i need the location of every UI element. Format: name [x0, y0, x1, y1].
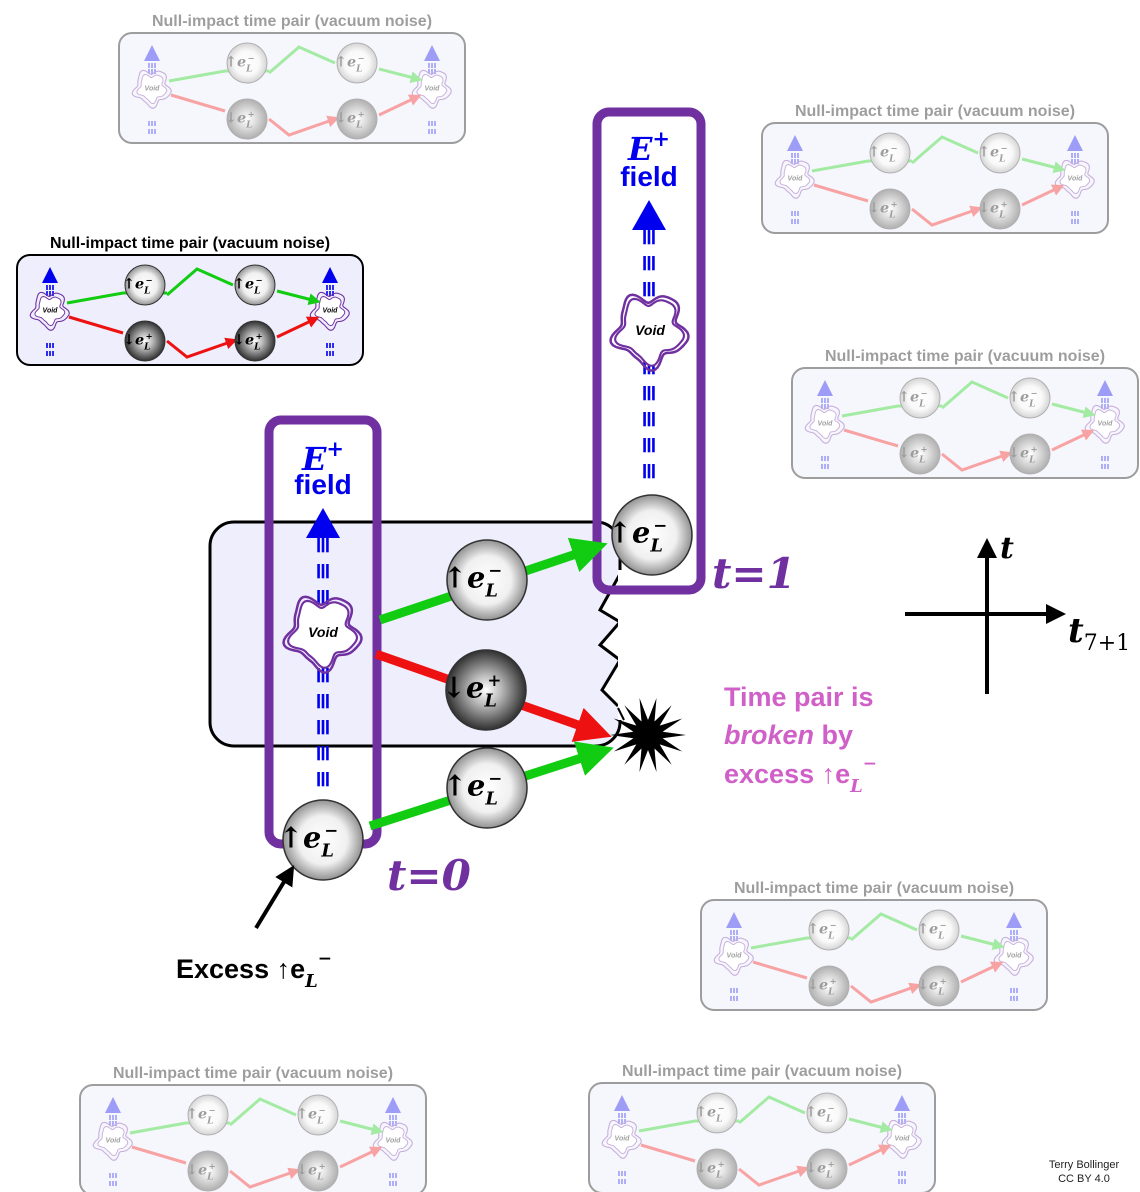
panel-title: Null-impact time pair (vacuum noise) [825, 348, 1105, 365]
electron-up-pair: ↑eL− [443, 539, 528, 621]
electron-label: ↑eL− [123, 275, 153, 296]
void-label: Void [1007, 952, 1023, 959]
void-label: Void [895, 1135, 911, 1142]
excess-label: Excess ↑eL− [176, 949, 332, 992]
field-arrowhead-icon [306, 508, 340, 538]
electron-label: ↑eL− [807, 920, 837, 941]
main-arrows: ↑eL− ↓eL+ ↑eL− [368, 537, 614, 831]
void-label: Void [1068, 175, 1084, 182]
positron-label: ↓eL+ [898, 444, 928, 465]
credit-license: CC BY 4.0 [1058, 1173, 1110, 1185]
panel-title: Null-impact time pair (vacuum noise) [734, 880, 1014, 897]
positron-label: ↓eL+ [1008, 444, 1038, 465]
positron-label: ↓eL+ [695, 1159, 725, 1180]
break-zigzag [597, 573, 623, 708]
electron-t1: ↑eL− [608, 494, 693, 576]
note-line-1: Time pair is [724, 682, 874, 712]
null-impact-panel: Null-impact time pair (vacuum noise) Void… [588, 1063, 936, 1192]
void-label: Void [635, 322, 665, 338]
credit-author: Terry Bollinger [1049, 1159, 1120, 1171]
null-impact-panel: Null-impact time pair (vacuum noise) Void… [791, 348, 1139, 479]
positron-label: ↓eL+ [805, 1159, 835, 1180]
positron-label: ↓eL+ [868, 199, 898, 220]
void-label: Void [425, 85, 441, 92]
electron-label: ↑eL− [898, 388, 928, 409]
t1-frame [592, 107, 706, 595]
electron-label: ↑eL− [978, 143, 1008, 164]
null-impact-panel: Null-impact time pair (vacuum noise) Void… [118, 13, 466, 144]
electron-label: ↑eL− [805, 1103, 835, 1124]
void-label: Void [308, 624, 338, 640]
note-line-3: excess ↑eL− [724, 754, 877, 797]
broken-pair-note: Time pair is broken by excess ↑eL− [724, 682, 877, 797]
void-label: Void [43, 307, 59, 314]
field-label-symbol: E+ [627, 126, 670, 168]
void-label: Void [818, 420, 834, 427]
field-label-word: field [294, 469, 352, 500]
panel-title: Null-impact time pair (vacuum noise) [113, 1065, 393, 1082]
electron-label: ↑eL− [279, 820, 338, 862]
positron-label: ↓eL+ [442, 670, 501, 712]
void-label: Void [145, 85, 161, 92]
electron-label: ↑eL− [233, 275, 263, 296]
positron-label: ↓eL+ [807, 976, 837, 997]
electron-label: ↑eL− [695, 1103, 725, 1124]
electron-label: ↑eL− [608, 515, 667, 557]
positron-label: ↓eL+ [186, 1161, 216, 1182]
collision-star-icon [610, 698, 686, 772]
void-label: Void [106, 1137, 122, 1144]
time-axes: t t7+1 [905, 531, 1130, 694]
null-impact-panel: Null-impact time pair (vacuum noise) Void… [16, 235, 364, 366]
axis-label-vertical: t [1000, 531, 1014, 566]
panel-title: Null-impact time pair (vacuum noise) [622, 1063, 902, 1080]
excess-electron-t0: ↑eL− [279, 799, 364, 881]
star-pointer [617, 707, 625, 721]
positron-label: ↓eL+ [123, 331, 153, 352]
excess-electron-path: ↑eL− [443, 747, 528, 829]
null-impact-panel: Null-impact time pair (vacuum noise) Void… [79, 1065, 427, 1192]
panel-title: Null-impact time pair (vacuum noise) [50, 235, 330, 252]
positron-label: ↓eL+ [978, 199, 1008, 220]
time-label-t1: t=1 [712, 549, 796, 598]
time-label-t0: t=0 [387, 851, 471, 900]
electron-label: ↑eL− [225, 53, 255, 74]
electron-label: ↑eL− [443, 560, 502, 602]
positron-label: ↓eL+ [335, 109, 365, 130]
electron-label: ↑eL− [335, 53, 365, 74]
positron-label: ↓eL+ [233, 331, 263, 352]
void-icon: Void [282, 595, 363, 674]
void-icon: Void [609, 293, 690, 372]
void-label: Void [323, 307, 339, 314]
null-impact-panel: Null-impact time pair (vacuum noise) Void… [700, 880, 1048, 1011]
positron-down-pair: ↓eL+ [442, 649, 527, 731]
note-line-2: broken by [724, 720, 853, 750]
void-label: Void [727, 952, 743, 959]
field-arrowhead-icon [632, 200, 666, 230]
void-label: Void [1098, 420, 1114, 427]
electron-label: ↑eL− [1008, 388, 1038, 409]
panel-title: Null-impact time pair (vacuum noise) [152, 13, 432, 30]
panel-title: Null-impact time pair (vacuum noise) [795, 103, 1075, 120]
field-label-symbol: E+ [301, 436, 344, 478]
void-label: Void [386, 1137, 402, 1144]
field-label-word: field [620, 161, 678, 192]
null-impact-panel: Null-impact time pair (vacuum noise) Void… [761, 103, 1109, 234]
positron-label: ↓eL+ [225, 109, 255, 130]
axis-label-horizontal: t7+1 [1068, 611, 1130, 656]
positron-label: ↓eL+ [917, 976, 947, 997]
field-column-t1: E+ field Void ↑eL− [592, 107, 706, 595]
void-label: Void [615, 1135, 631, 1142]
electron-label: ↑eL− [296, 1105, 326, 1126]
void-label: Void [788, 175, 804, 182]
electron-label: ↑eL− [186, 1105, 216, 1126]
null-impact-panels: Null-impact time pair (vacuum noise) Void… [16, 13, 1139, 1192]
field-column-t0: E+ field Void ↑eL− [264, 415, 382, 881]
positron-label: ↓eL+ [296, 1161, 326, 1182]
electron-label: ↑eL− [917, 920, 947, 941]
electron-label: ↑eL− [868, 143, 898, 164]
electron-label: ↑eL− [443, 768, 502, 810]
excess-pointer [254, 865, 295, 930]
